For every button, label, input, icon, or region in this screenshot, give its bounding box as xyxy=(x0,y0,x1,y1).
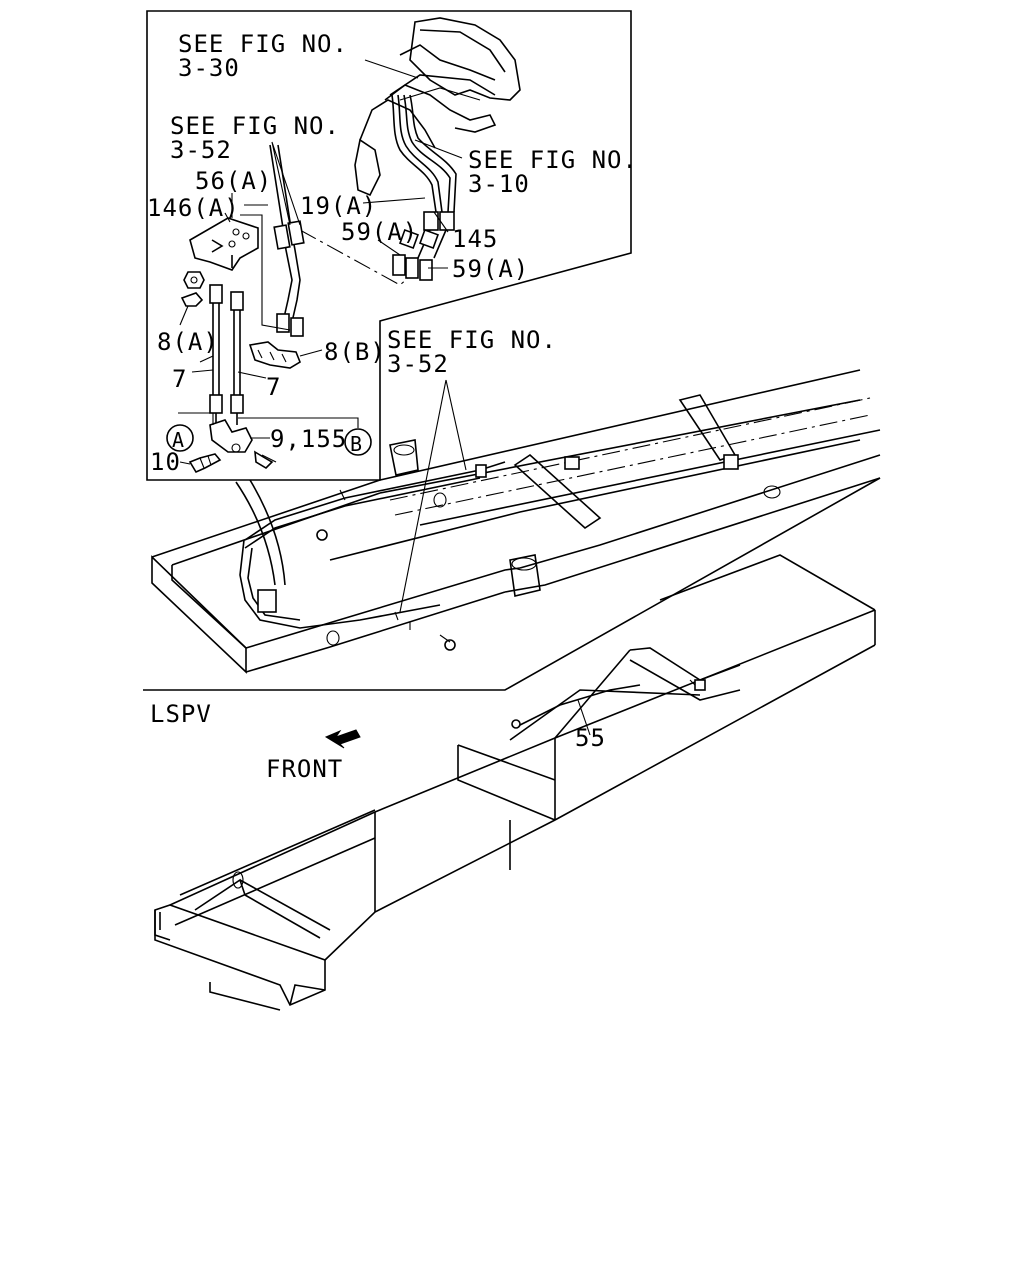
brake-pipes-upper xyxy=(391,94,457,281)
frame-upper xyxy=(143,369,881,691)
inset-detail xyxy=(146,10,632,481)
part-label-146a: 146(A) xyxy=(147,194,240,222)
lspv-bracket xyxy=(189,217,259,271)
ref-fig-3-52-main-line1: SEE FIG NO. xyxy=(387,326,557,354)
part-label-7-right: 7 xyxy=(266,373,281,401)
part-label-7-left: 7 xyxy=(172,365,187,393)
part-label-8b: 8(B) xyxy=(324,338,386,366)
nut-146a xyxy=(183,271,205,289)
part-label-9-155: 9,155 xyxy=(270,425,347,453)
ref-fig-3-52-inset-line1: SEE FIG NO. xyxy=(170,112,340,140)
part-label-56a: 56(A) xyxy=(195,167,272,195)
labels: SEE FIG NO. 3-30 SEE FIG NO. 3-52 SEE FI… xyxy=(147,30,638,783)
leader-lines-inset xyxy=(178,59,463,465)
part-label-59a-upper: 59(A) xyxy=(341,218,418,246)
part-label-10: 10 xyxy=(150,448,181,476)
direction-label-front: FRONT xyxy=(266,755,343,783)
ref-fig-3-10-line2: 3-10 xyxy=(468,170,530,198)
part-label-55: 55 xyxy=(575,724,606,752)
clip-8a xyxy=(179,292,204,326)
ref-fig-3-10-line1: SEE FIG NO. xyxy=(468,146,638,174)
hose-right xyxy=(230,291,244,425)
clip-8b xyxy=(248,341,301,369)
part-label-59a-lower: 59(A) xyxy=(452,255,529,283)
ref-fig-3-30-line1: SEE FIG NO. xyxy=(178,30,348,58)
ref-fig-3-52-inset-line2: 3-52 xyxy=(170,136,232,164)
circle-b-label: B xyxy=(350,432,363,456)
front-arrow-icon xyxy=(324,729,361,749)
bolt-10 xyxy=(188,453,222,474)
inset-border xyxy=(146,10,632,481)
brake-pipes-lspv xyxy=(240,144,409,337)
hose-left xyxy=(209,284,223,425)
circle-a-marker xyxy=(166,424,194,452)
circle-a-label: A xyxy=(172,428,185,452)
lspv-connector xyxy=(209,419,277,470)
ref-fig-3-52-main-line2: 3-52 xyxy=(387,350,449,378)
part-label-19a: 19(A) xyxy=(300,192,377,220)
part-label-145: 145 xyxy=(452,225,498,253)
part-label-8a: 8(A) xyxy=(157,328,219,356)
section-label-lspv: LSPV xyxy=(150,700,212,728)
frame-lower xyxy=(154,554,876,1011)
circle-b-marker xyxy=(344,428,372,456)
ref-fig-3-30-line2: 3-30 xyxy=(178,54,240,82)
